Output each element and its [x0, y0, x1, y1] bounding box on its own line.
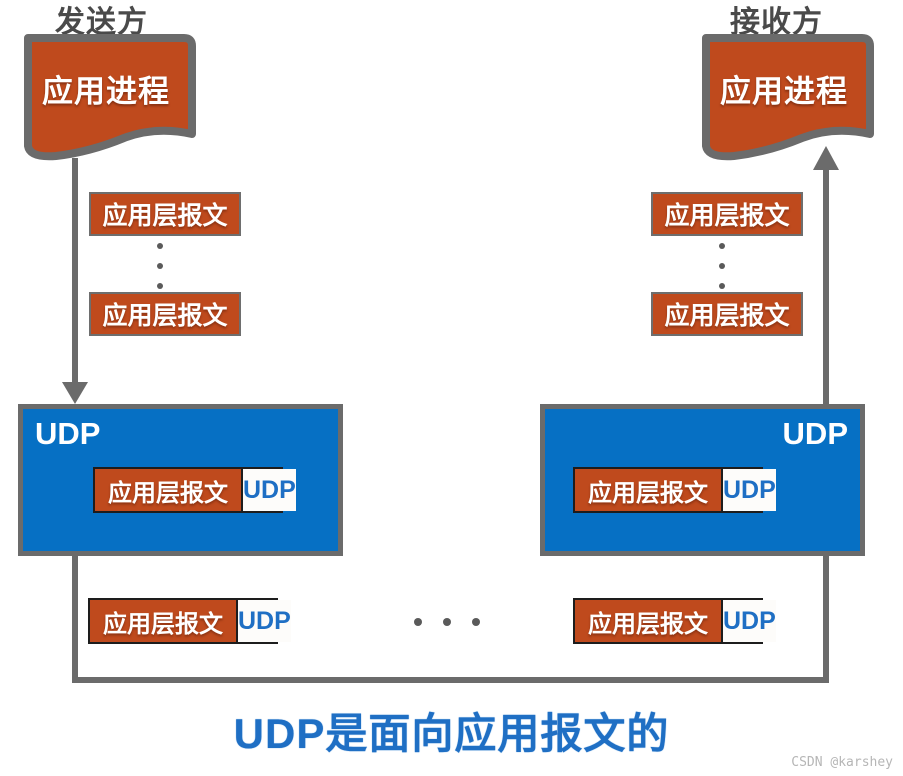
watermark-text: CSDN @karshey: [791, 755, 893, 770]
dot: [443, 618, 451, 626]
receiver-incoming-datagram-header: UDP: [721, 600, 776, 642]
document-shape-icon: [24, 34, 196, 161]
dot: [414, 618, 422, 626]
sender-udp-layer-box: UDP 应用层报文 UDP: [18, 404, 343, 556]
dot: [719, 283, 725, 289]
sender-outgoing-datagram-payload: 应用层报文: [90, 600, 236, 642]
middle-horizontal-ellipsis: [414, 617, 480, 627]
receiver-vertical-ellipsis: [715, 243, 729, 289]
sender-outgoing-datagram: 应用层报文 UDP: [88, 598, 291, 644]
sender-udp-datagram: 应用层报文 UDP: [93, 467, 296, 513]
dot: [719, 263, 725, 269]
receiver-udp-layer-label: UDP: [782, 416, 848, 451]
sender-vertical-ellipsis: [153, 243, 167, 289]
receiver-message-chip-1: 应用层报文: [651, 192, 803, 236]
receiver-app-process-box: 应用进程: [694, 34, 874, 162]
receiver-udp-datagram-payload: 应用层报文: [575, 469, 721, 511]
receiver-udp-layer-box: UDP 应用层报文 UDP: [540, 404, 865, 556]
receiver-udp-datagram: 应用层报文 UDP: [573, 467, 776, 513]
diagram-title: UDP是面向应用报文的: [233, 710, 670, 757]
dot: [157, 243, 163, 249]
sender-outgoing-datagram-header: UDP: [236, 600, 291, 642]
document-shape-icon: [702, 34, 874, 161]
receiver-app-process-label: 应用进程: [720, 73, 848, 109]
receiver-caption: 接收方: [730, 6, 823, 39]
dot: [157, 263, 163, 269]
sender-caption: 发送方: [55, 6, 148, 39]
receiver-udp-datagram-header: UDP: [721, 469, 776, 511]
dot: [157, 283, 163, 289]
receiver-message-chip-2: 应用层报文: [651, 292, 803, 336]
sender-app-process-box: 应用进程: [16, 34, 196, 162]
dot: [719, 243, 725, 249]
sender-message-chip-2: 应用层报文: [89, 292, 241, 336]
sender-udp-datagram-header: UDP: [241, 469, 296, 511]
sender-udp-layer-label: UDP: [35, 416, 101, 451]
sender-app-process-label: 应用进程: [42, 73, 170, 109]
sender-message-chip-1: 应用层报文: [89, 192, 241, 236]
receiver-incoming-datagram: 应用层报文 UDP: [573, 598, 776, 644]
receiver-incoming-datagram-payload: 应用层报文: [575, 600, 721, 642]
sender-udp-datagram-payload: 应用层报文: [95, 469, 241, 511]
dot: [472, 618, 480, 626]
